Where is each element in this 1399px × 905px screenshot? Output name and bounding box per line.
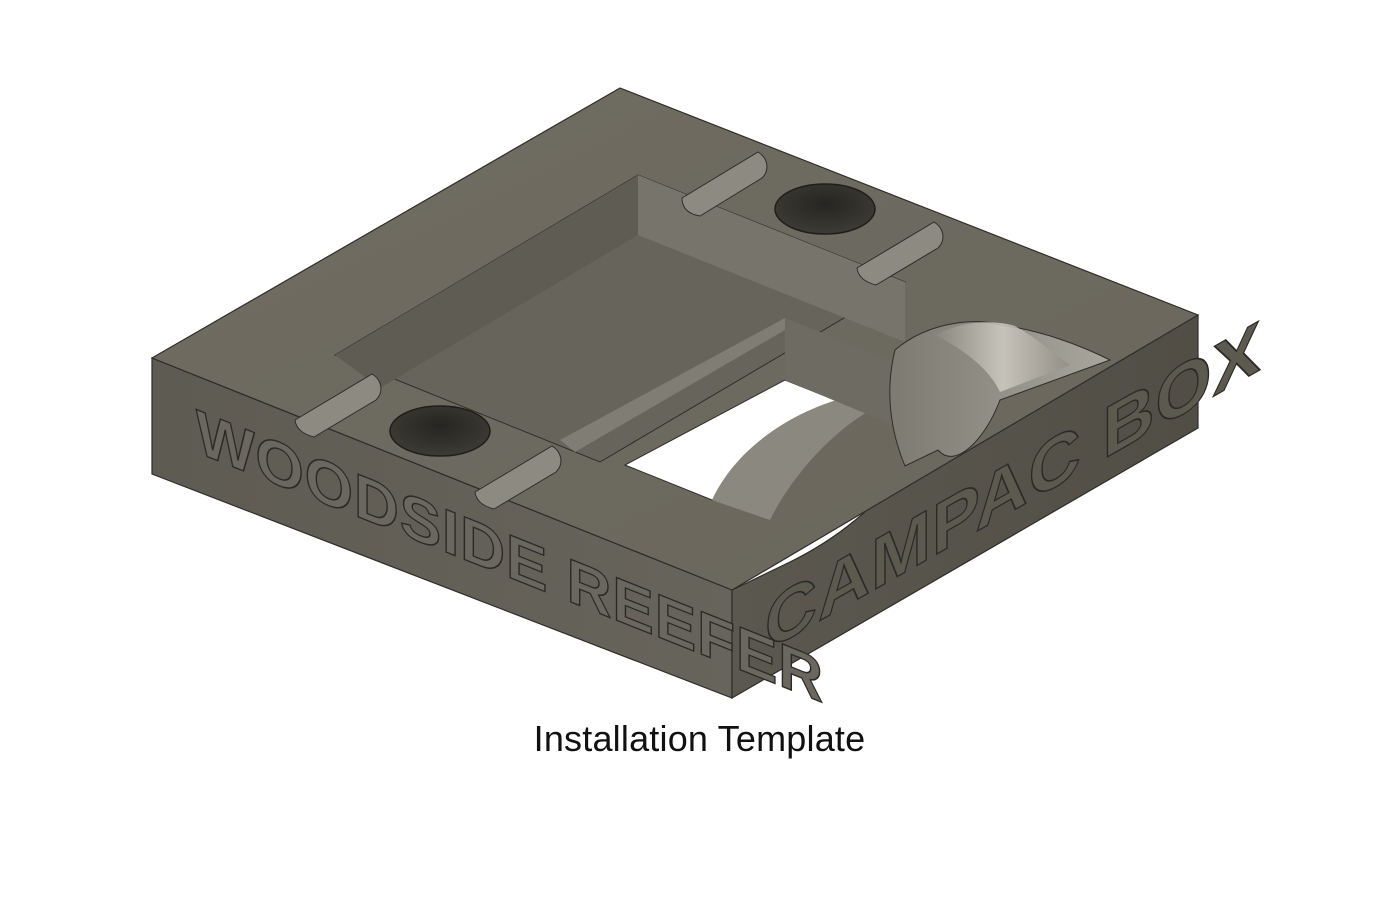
mounting-hole-back — [774, 183, 876, 235]
pocket-left-wall — [335, 175, 638, 388]
groove-front-left — [294, 373, 382, 438]
groove-back-right — [856, 221, 944, 286]
curved-inner-wall — [712, 395, 880, 520]
pocket-inner-step — [560, 318, 785, 452]
saddle-highlight — [935, 322, 1070, 392]
caption: Installation Template — [533, 718, 866, 759]
groove-front-right — [474, 445, 562, 510]
groove-back-left — [681, 151, 768, 217]
inner-right-wall — [785, 318, 905, 430]
pocket-back-wall — [638, 175, 905, 342]
mounting-hole-front — [389, 405, 491, 457]
